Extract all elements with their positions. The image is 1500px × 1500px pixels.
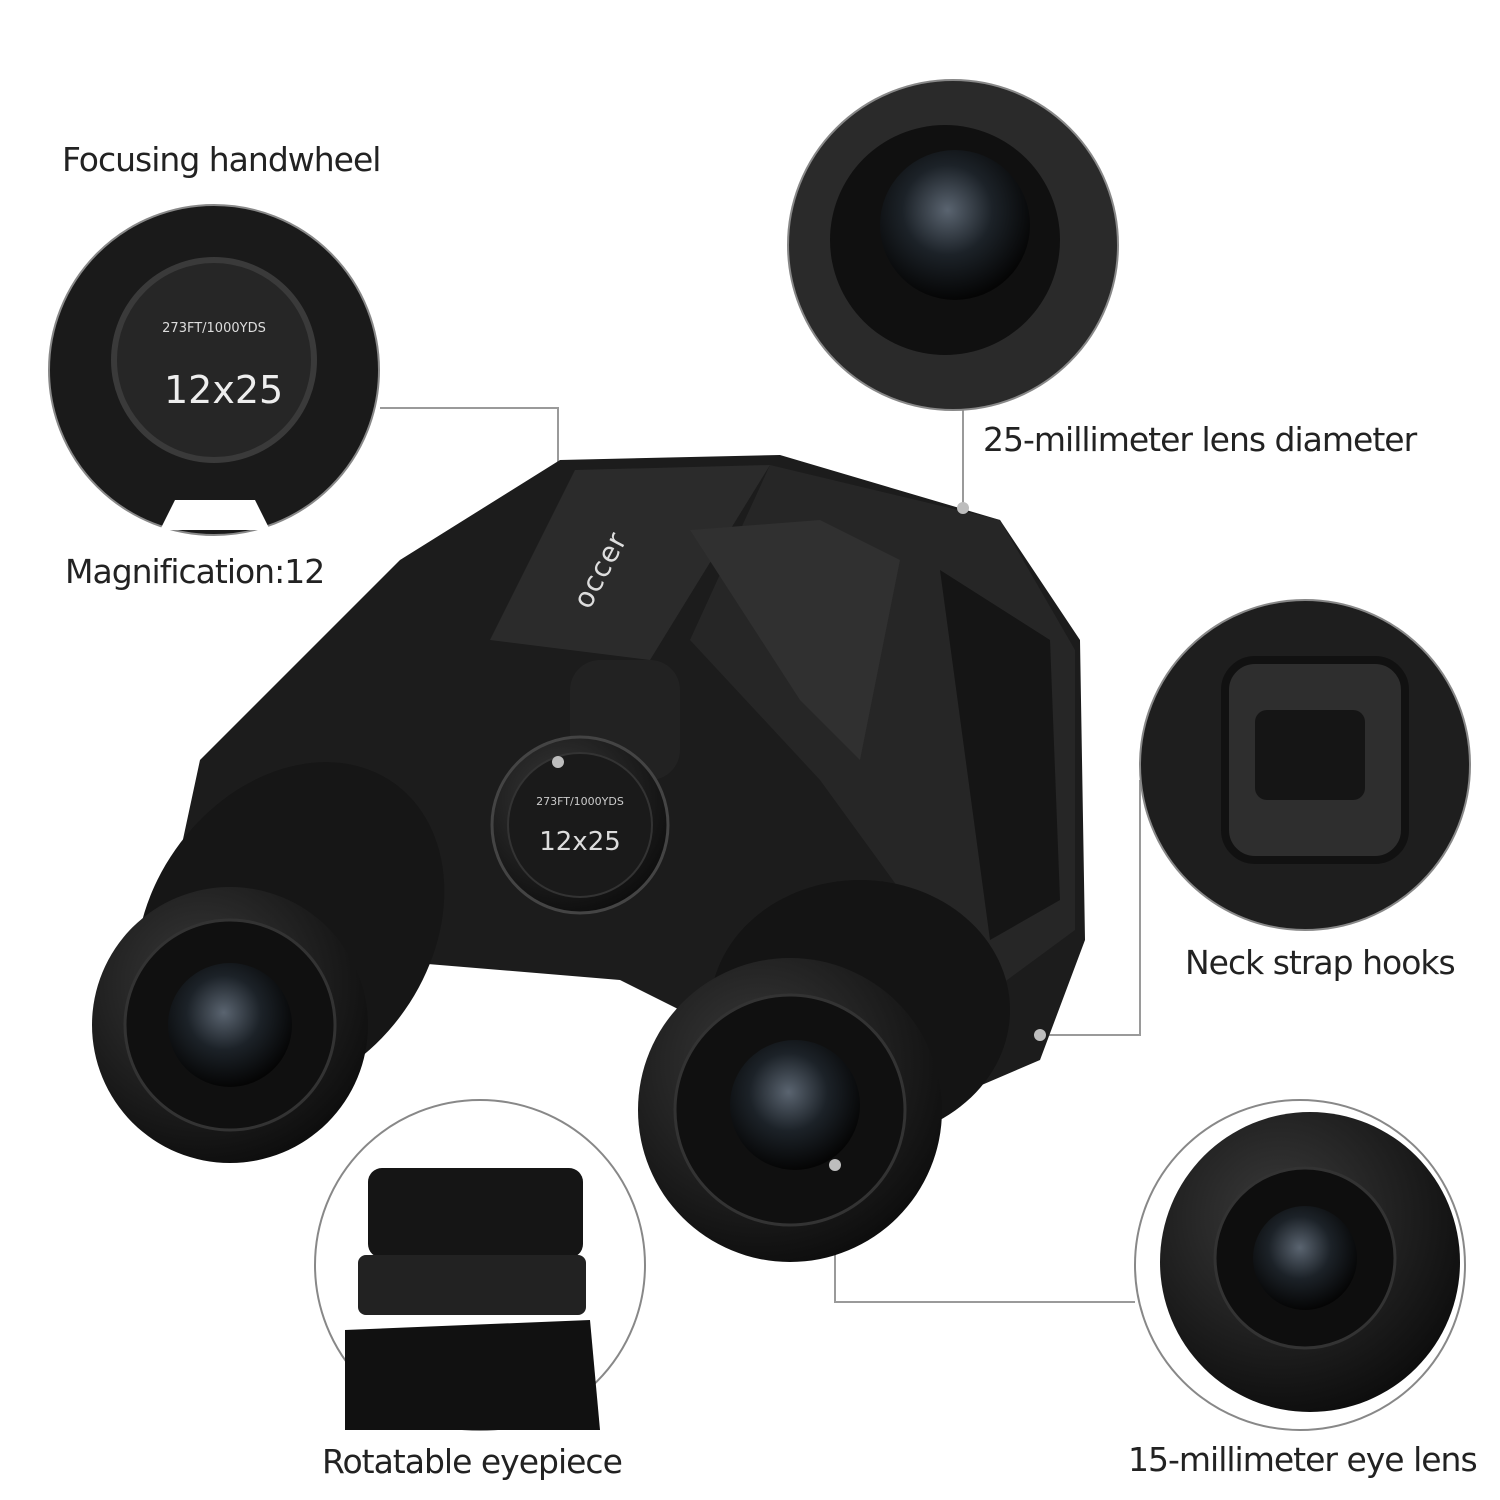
inset-focusing-wheel — [48, 204, 380, 536]
inset-eye-lens — [1134, 1099, 1466, 1431]
callout-dots — [552, 502, 1046, 1171]
label-rotatable-eyepiece: Rotatable eyepiece — [322, 1442, 623, 1481]
inset-neck-strap-hook — [1139, 599, 1471, 931]
focus-wheel — [490, 660, 680, 915]
label-focusing-handwheel: Focusing handwheel — [62, 140, 381, 179]
wheel-fov-marking: 273FT/1000YDS — [536, 795, 624, 808]
label-lens-diameter: 25-millimeter lens diameter — [983, 420, 1417, 459]
label-neck-strap-hooks: Neck strap hooks — [1185, 943, 1456, 982]
inset-objective-lens — [787, 79, 1119, 411]
inset-fov-marking: 273FT/1000YDS — [162, 321, 266, 336]
wheel-spec-marking: 12x25 — [539, 827, 621, 857]
label-eye-lens: 15-millimeter eye lens — [1128, 1440, 1478, 1479]
inset-rotatable-eyepiece — [314, 1099, 646, 1431]
left-eyepiece — [92, 762, 445, 1163]
label-magnification: Magnification:12 — [65, 552, 325, 591]
right-eyepiece — [638, 880, 1010, 1262]
inset-spec-marking: 12x25 — [164, 368, 284, 412]
